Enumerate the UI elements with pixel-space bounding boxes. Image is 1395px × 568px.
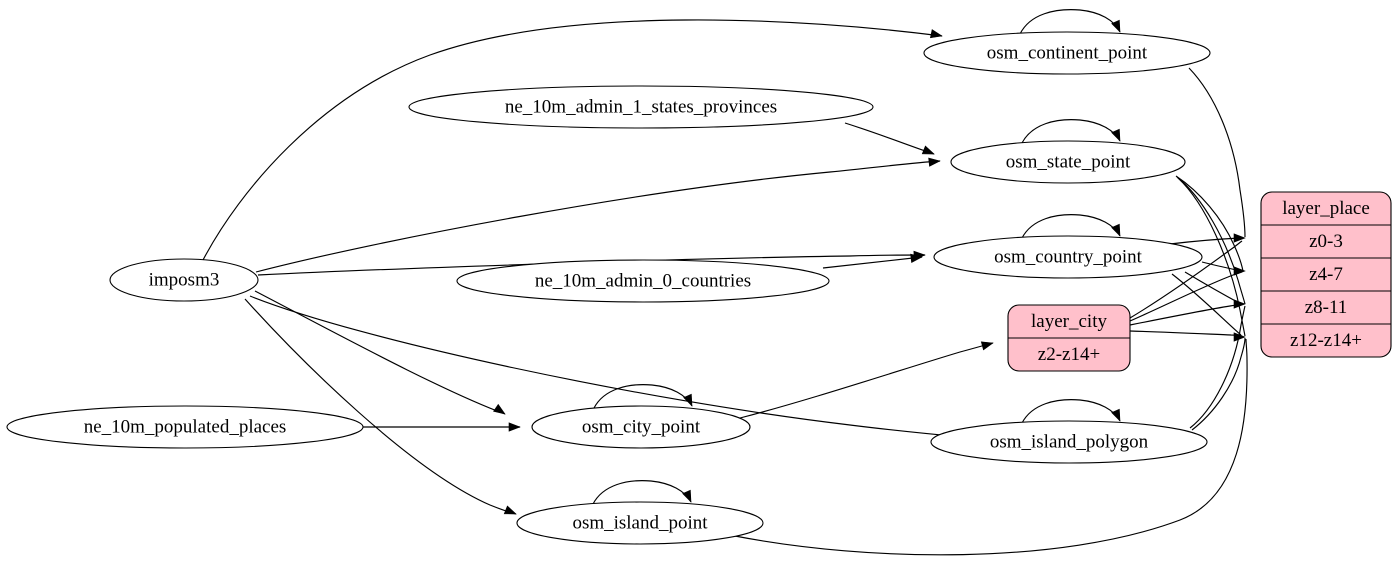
edge-osm_island_polygon-to-layer_place-z12-z14+	[1191, 337, 1246, 431]
arrowhead-4	[910, 253, 923, 263]
node-ne_10m_admin_0_countries[interactable]: ne_10m_admin_0_countries	[456, 259, 830, 303]
arrowhead-18	[1233, 332, 1246, 342]
record-row-layer_place-4[interactable]: z12-z14+	[1290, 330, 1362, 351]
arrowhead-10	[1111, 128, 1121, 142]
edge-osm_city_point-to-layer_city-z2-z14+	[739, 342, 994, 419]
node-shape-osm_city_point	[531, 405, 751, 449]
edge-ne_10m_admin_1_states_provinces-to-osm_state_point	[844, 122, 935, 155]
node-label-imposm3: imposm3	[149, 269, 220, 290]
edge-osm_state_point-to-layer_place-z4-7	[1175, 175, 1244, 272]
node-label-osm_island_polygon: osm_island_polygon	[990, 431, 1149, 452]
node-ne_10m_populated_places[interactable]: ne_10m_populated_places	[6, 405, 364, 449]
node-shape-osm_island_point	[516, 501, 764, 545]
node-label-osm_continent_point: osm_continent_point	[987, 42, 1148, 63]
arrowhead-19	[980, 341, 994, 351]
node-label-ne_10m_admin_0_countries: ne_10m_admin_0_countries	[535, 270, 751, 291]
arrowhead-16	[1233, 266, 1246, 276]
edge-layer_city-to-layer_place-z12-z14+	[1129, 330, 1243, 337]
record-nodes-layer: layer_place z0-3 z4-7 z8-11 z12-z14+ layer_ci…	[1007, 191, 1392, 372]
node-label-osm_country_point: osm_country_point	[994, 246, 1142, 267]
node-osm_continent_point[interactable]: osm_continent_point	[923, 31, 1211, 75]
record-node-layer_place[interactable]: layer_place z0-3 z4-7 z8-11 z12-z14+	[1260, 191, 1392, 358]
arrowhead-17	[1233, 299, 1246, 309]
node-shape-imposm3	[109, 258, 259, 302]
node-label-osm_island_point: osm_island_point	[572, 512, 708, 533]
edge-osm_city_point-to-osm_city_point	[593, 384, 693, 409]
record-title-layer_place: layer_place	[1282, 198, 1370, 219]
record-row-layer_place-2[interactable]: z4-7	[1309, 264, 1343, 285]
record-row-layer_place-3[interactable]: z8-11	[1305, 297, 1348, 318]
arrowhead-6	[508, 422, 521, 432]
node-shape-osm_state_point	[950, 140, 1186, 184]
edge-imposm3-to-osm_country_point	[257, 254, 926, 276]
node-imposm3[interactable]: imposm3	[109, 258, 259, 302]
arrowhead-15	[1233, 233, 1246, 243]
arrowhead-11	[1111, 223, 1121, 237]
node-label-ne_10m_populated_places: ne_10m_populated_places	[84, 416, 287, 437]
edge-osm_continent_point-to-layer_place-z0-3	[1188, 67, 1246, 238]
record-title-layer_city: layer_city	[1031, 311, 1107, 332]
node-osm_state_point[interactable]: osm_state_point	[950, 140, 1186, 184]
edge-imposm3-to-osm_city_point	[254, 290, 506, 415]
edge-osm_island_point-to-layer_place-z12-z14+	[734, 338, 1248, 556]
edge-osm_island_polygon-to-osm_island_polygon	[1021, 399, 1121, 424]
record-row-layer_city-1[interactable]: z2-z14+	[1038, 344, 1100, 365]
node-shape-osm_continent_point	[923, 31, 1211, 75]
arrowhead-14	[682, 489, 692, 503]
edge-osm_country_point-to-layer_place-z0-3	[1169, 237, 1241, 245]
node-label-osm_state_point: osm_state_point	[1006, 151, 1131, 172]
node-osm_country_point[interactable]: osm_country_point	[933, 235, 1203, 279]
edge-osm_state_point-to-osm_state_point	[1021, 119, 1121, 144]
node-label-ne_10m_admin_1_states_provinces: ne_10m_admin_1_states_provinces	[505, 96, 777, 117]
node-shape-osm_country_point	[933, 235, 1203, 279]
node-osm_city_point[interactable]: osm_city_point	[531, 405, 751, 449]
node-label-osm_city_point: osm_city_point	[582, 416, 701, 437]
edge-imposm3-to-osm_state_point	[255, 160, 941, 273]
arrowhead-2	[921, 145, 935, 155]
node-osm_island_polygon[interactable]: osm_island_polygon	[930, 420, 1208, 464]
arrowhead-1	[928, 157, 941, 167]
edge-layer_city-to-layer_place-z0-3	[1129, 240, 1243, 319]
arrowhead-12	[683, 393, 693, 407]
arrowhead-9	[1111, 19, 1121, 33]
record-box-layer_place	[1260, 191, 1392, 358]
edge-osm_country_point-to-layer_place-z12-z14+	[1171, 273, 1242, 336]
node-shape-osm_island_polygon	[930, 420, 1208, 464]
edge-osm_state_point-to-layer_place-z12-z14+	[1177, 177, 1246, 337]
arrowheads-layer	[493, 19, 1246, 515]
record-row-layer_place-1[interactable]: z0-3	[1309, 231, 1343, 252]
node-shape-ne_10m_admin_0_countries	[456, 259, 830, 303]
edge-osm_island_polygon-to-layer_place-z8-11	[1189, 305, 1246, 429]
arrowhead-5	[493, 403, 506, 415]
edge-imposm3-to-osm_continent_point	[202, 19, 943, 261]
edge-osm_island_point-to-osm_island_point	[592, 480, 692, 505]
node-shape-ne_10m_admin_1_states_provinces	[408, 85, 874, 129]
arrowhead-0	[929, 29, 943, 39]
nodes-layer: imposm3 ne_10m_admin_1_states_provincesne…	[6, 31, 1211, 545]
record-node-layer_city[interactable]: layer_city z2-z14+	[1007, 304, 1131, 372]
arrowhead-7	[503, 505, 517, 515]
node-shape-ne_10m_populated_places	[6, 405, 364, 449]
edge-ne_10m_admin_0_countries-to-osm_country_point	[822, 256, 923, 269]
arrowhead-13	[1111, 408, 1121, 422]
edge-imposm3-to-osm_island_point	[244, 298, 517, 515]
edge-osm_country_point-to-osm_country_point	[1021, 214, 1121, 239]
node-osm_island_point[interactable]: osm_island_point	[516, 501, 764, 545]
node-ne_10m_admin_1_states_provinces[interactable]: ne_10m_admin_1_states_provinces	[408, 85, 874, 129]
edge-osm_continent_point-to-osm_continent_point	[1019, 9, 1121, 35]
